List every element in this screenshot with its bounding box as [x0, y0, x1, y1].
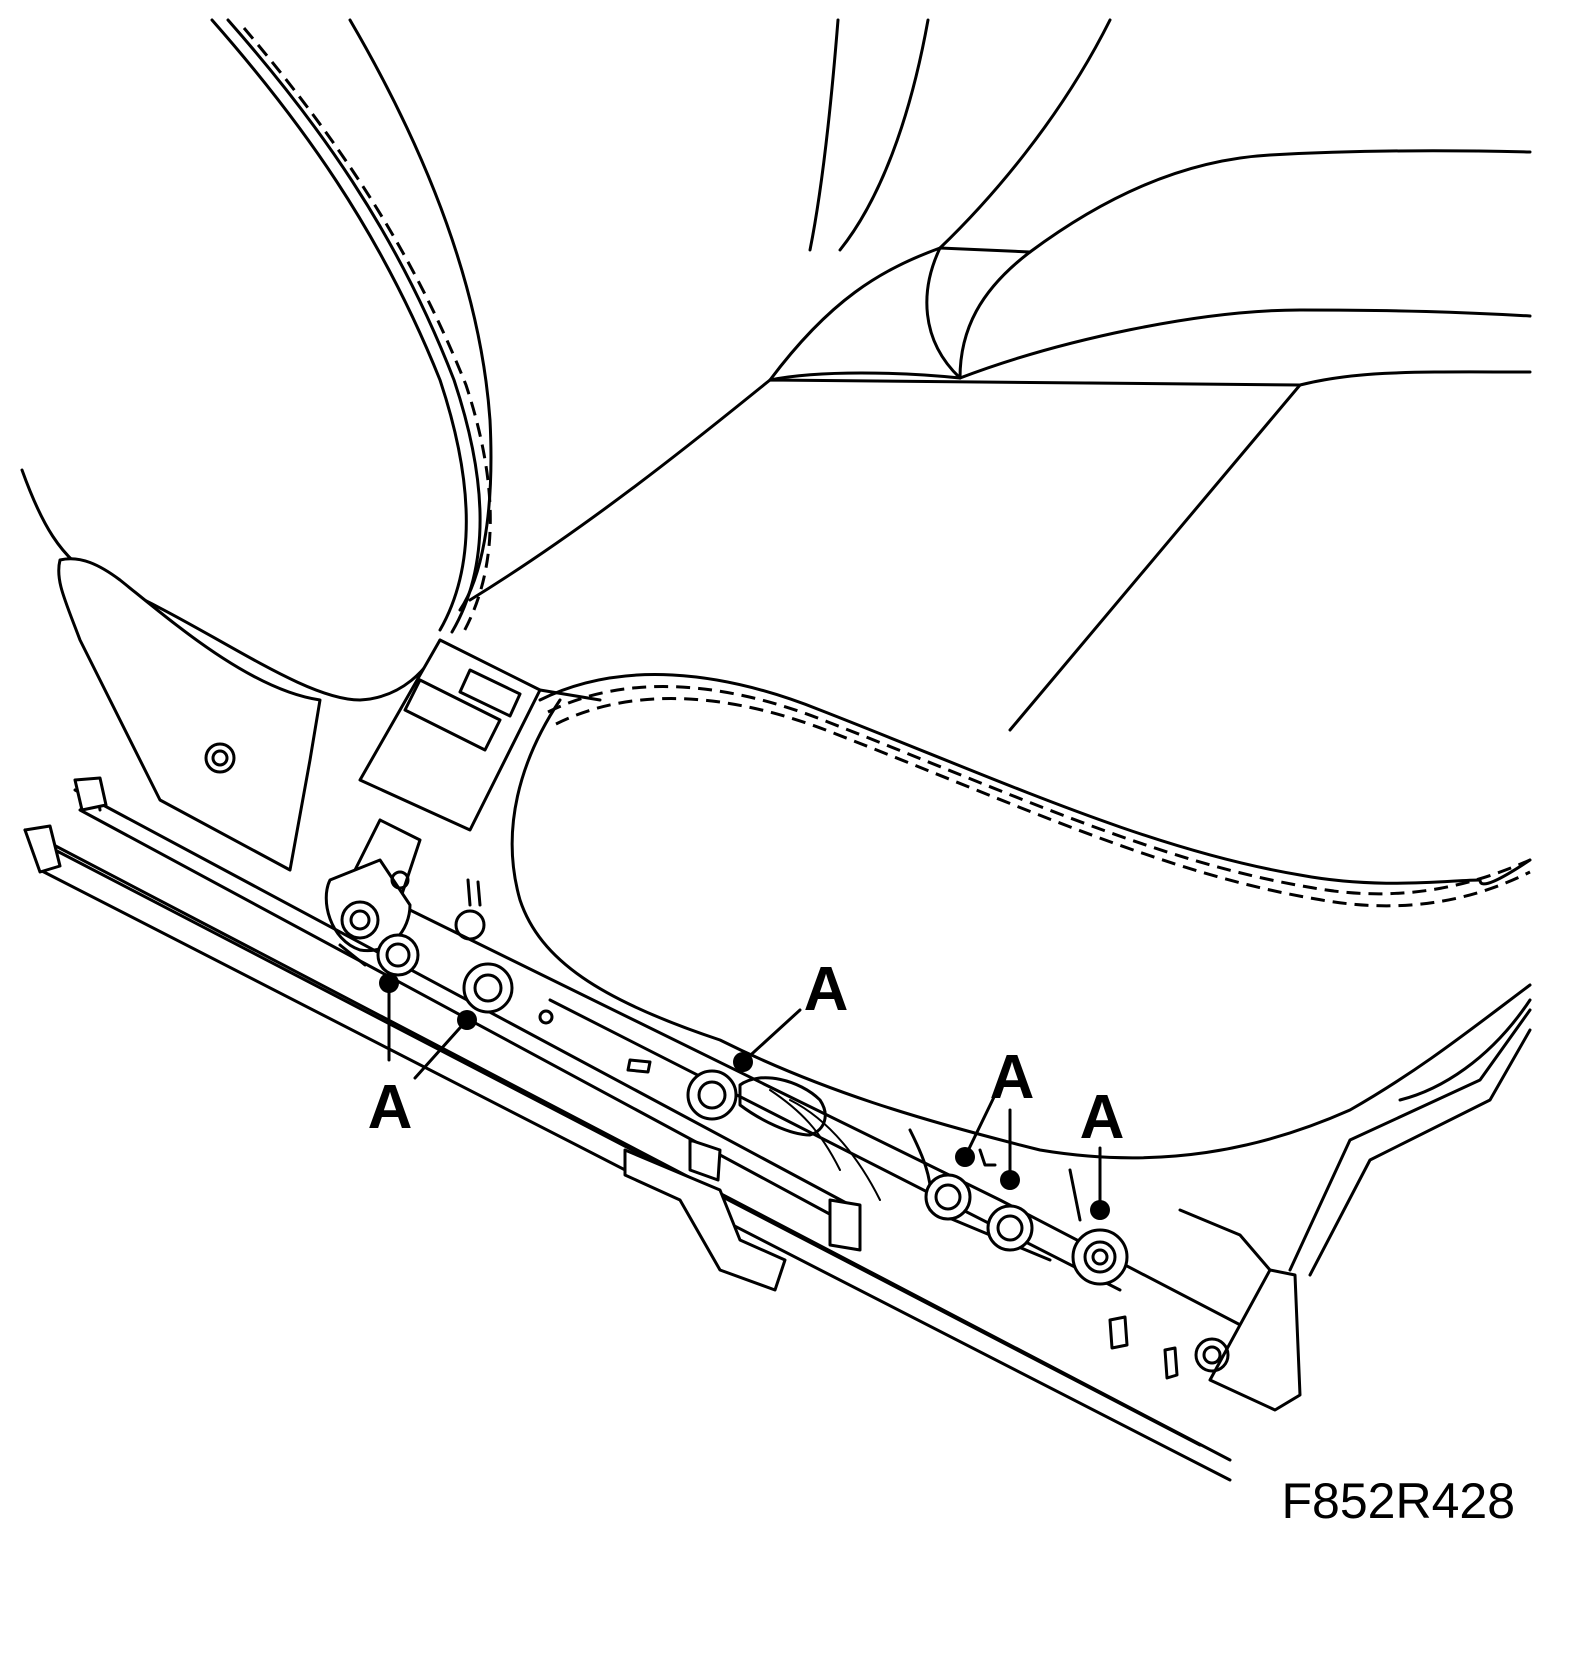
- mounting-bolts: [376, 933, 1129, 1286]
- figure-id: F852R428: [1282, 1473, 1516, 1529]
- bolt-1: [376, 933, 420, 977]
- callout-label-a3: A: [990, 1043, 1035, 1112]
- callout-label-a2: A: [804, 955, 849, 1024]
- bolt-2: [462, 962, 514, 1014]
- seat-cushion: [468, 18, 1532, 1160]
- bolt-4: [924, 1173, 972, 1221]
- bolt-3: [686, 1069, 738, 1121]
- seat-belt-buckle: [324, 638, 602, 967]
- bolt-5: [986, 1204, 1034, 1252]
- callout-label-a1: A: [368, 1073, 413, 1142]
- callout-leaders: [379, 973, 1110, 1220]
- callout-label-a4: A: [1080, 1083, 1125, 1152]
- seat-backrest: [20, 18, 493, 872]
- bolt-6: [1071, 1228, 1129, 1286]
